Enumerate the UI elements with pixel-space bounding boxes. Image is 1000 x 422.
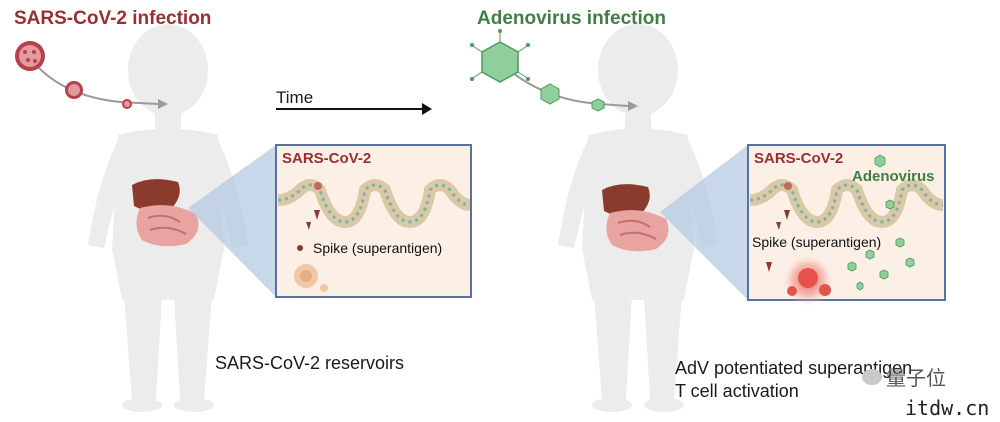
- spike-protein-icon-left: [297, 182, 322, 251]
- right-inset-title: SARS-CoV-2: [754, 150, 844, 167]
- right-panel-title: Adenovirus infection: [477, 8, 666, 29]
- adenovirus-scatter-icons: [847, 154, 915, 291]
- left-panel-title: SARS-CoV-2 infection: [14, 8, 212, 29]
- intestinal-villi-right: [749, 179, 944, 229]
- adenovirus-small-icon: [591, 98, 605, 112]
- immune-cell-icon-left: [294, 264, 328, 292]
- intestinal-villi-left: [277, 179, 471, 229]
- sars-virus-medium-icon: [65, 81, 83, 99]
- time-arrow: [276, 103, 432, 115]
- wechat-watermark-text: 量子位: [886, 366, 946, 390]
- left-caption: SARS-CoV-2 reservoirs: [215, 353, 405, 373]
- right-caption-line2: T cell activation: [675, 381, 799, 401]
- zoom-cone-right: [660, 145, 748, 300]
- left-inset-title: SARS-CoV-2: [282, 150, 372, 167]
- adenovirus-large-icon: [470, 29, 530, 83]
- adenovirus-medium-icon: [540, 83, 560, 105]
- site-watermark: itdw.cn: [905, 396, 990, 420]
- wechat-icon: [862, 368, 882, 385]
- right-inset-adeno-label: Adenovirus: [852, 168, 935, 185]
- activated-tcell-icon: [782, 254, 834, 306]
- sars-virus-small-icon: [122, 99, 132, 109]
- right-spike-label: Spike (superantigen): [752, 234, 882, 250]
- left-spike-label: Spike (superantigen): [313, 240, 443, 256]
- organs-right: [602, 184, 669, 252]
- right-caption-line1: AdV potentiated superantigen: [675, 358, 913, 378]
- sars-virus-large-icon: [15, 41, 45, 71]
- organs-left: [132, 179, 199, 247]
- time-label: Time: [276, 88, 314, 107]
- wechat-watermark: 量子位: [862, 362, 946, 391]
- spike-protein-icon-right: [766, 182, 792, 272]
- zoom-cone-left: [188, 145, 276, 297]
